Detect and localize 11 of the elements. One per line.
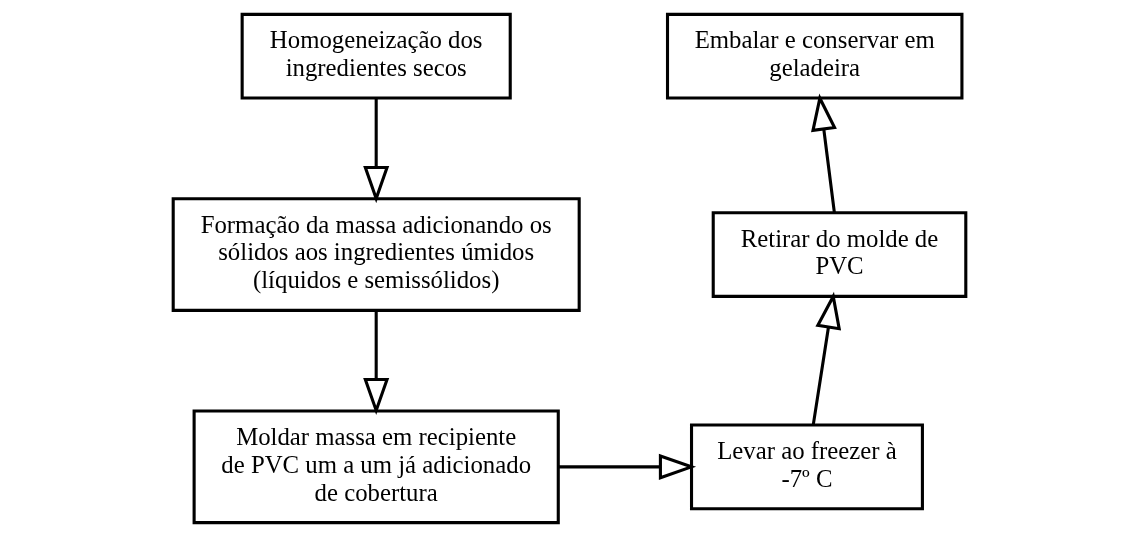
arrow xyxy=(362,310,389,416)
node-box: Embalar e conservar em geladeira xyxy=(665,12,963,100)
arrow xyxy=(557,453,696,480)
node-box: Homogeneização dos ingredientes secos xyxy=(240,12,512,100)
arrow xyxy=(811,291,841,425)
arrow xyxy=(362,98,389,204)
node-box: Moldar massa em recipiente de PVC um a um já adicionado de cobertura xyxy=(192,409,560,525)
node-box: Levar ao freezer à -7º C xyxy=(689,423,924,511)
node-box: Formação da massa adicionando os sólidos aos ingredientes úmidos (líquidos e semissólidos) xyxy=(171,197,581,312)
arrow xyxy=(810,93,837,213)
node-box: Retirar do molde de PVC xyxy=(711,211,967,298)
